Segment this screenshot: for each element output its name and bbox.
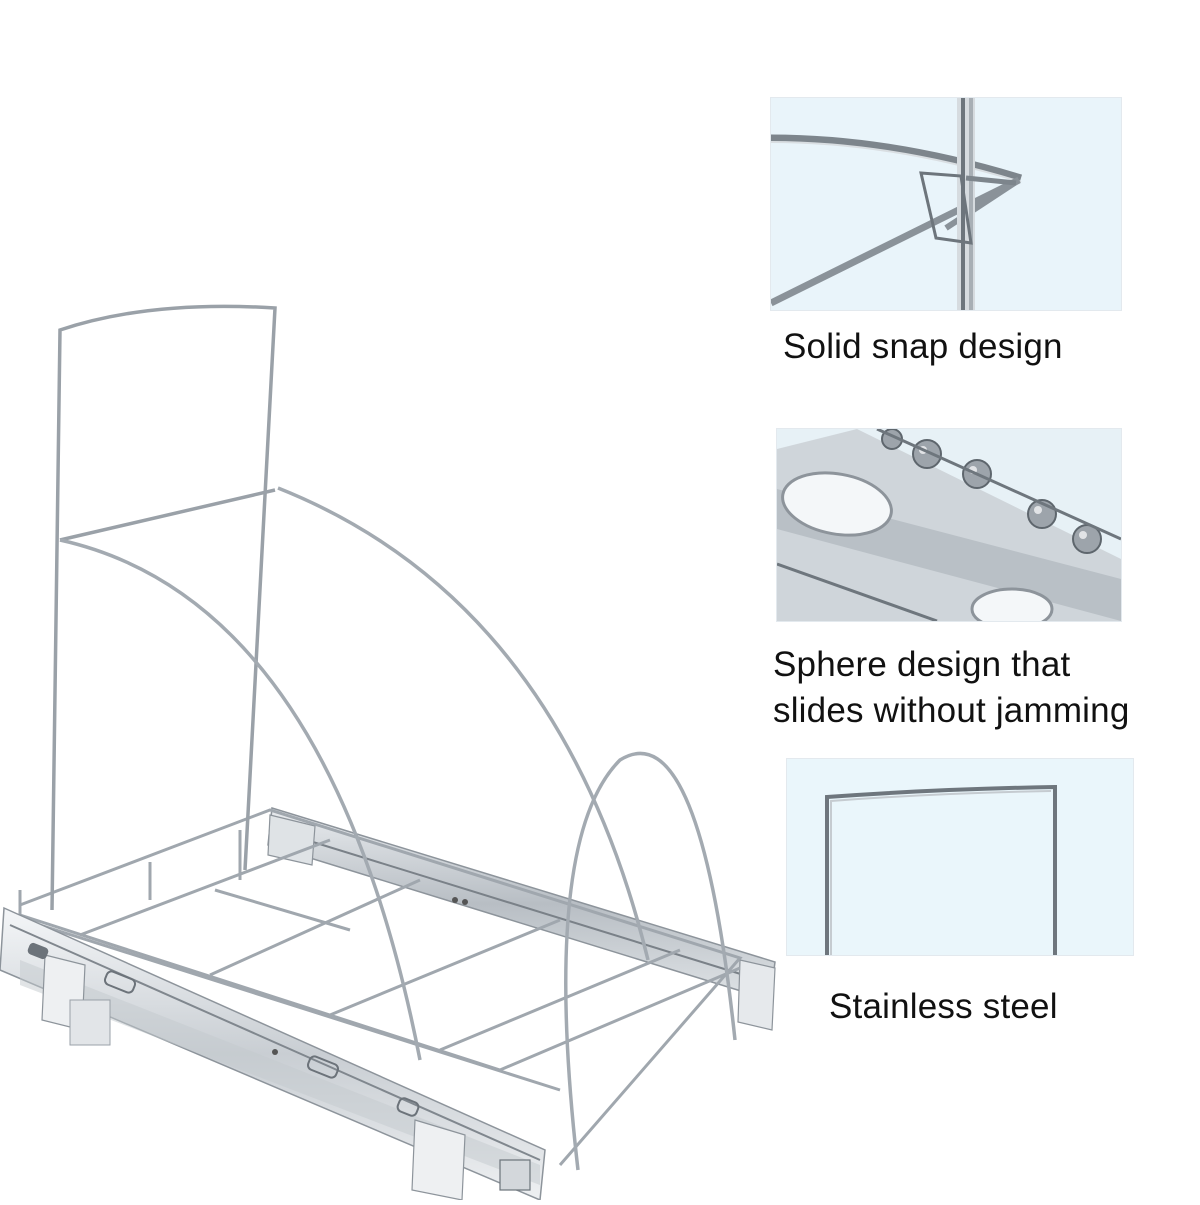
caption-line: Sphere design that (773, 645, 1071, 684)
feature-caption-sphere: Sphere design that slides without jammin… (773, 642, 1130, 734)
back-slide-rail (267, 807, 776, 1031)
feature-image-snap (770, 97, 1122, 311)
feature-image-steel (786, 758, 1134, 956)
back-wire-frame (50, 304, 277, 911)
product-photo (0, 290, 790, 1202)
caption-line: slides without jamming (773, 691, 1130, 730)
wire-rack-illustration (0, 304, 776, 1202)
feature-caption-steel: Stainless steel (829, 984, 1058, 1030)
basket-floor (18, 808, 743, 1166)
ball-bearing-icon (777, 429, 1121, 621)
front-hoop (564, 751, 737, 1171)
feature-caption-snap: Solid snap design (783, 324, 1063, 370)
caption-line: Stainless steel (829, 987, 1058, 1026)
snap-joint-icon (771, 98, 1121, 310)
front-slide-rail (0, 906, 546, 1202)
feature-image-sphere (776, 428, 1122, 622)
caption-line: Solid snap design (783, 327, 1063, 366)
steel-wire-icon (787, 759, 1133, 955)
arc-divider (59, 486, 650, 1061)
